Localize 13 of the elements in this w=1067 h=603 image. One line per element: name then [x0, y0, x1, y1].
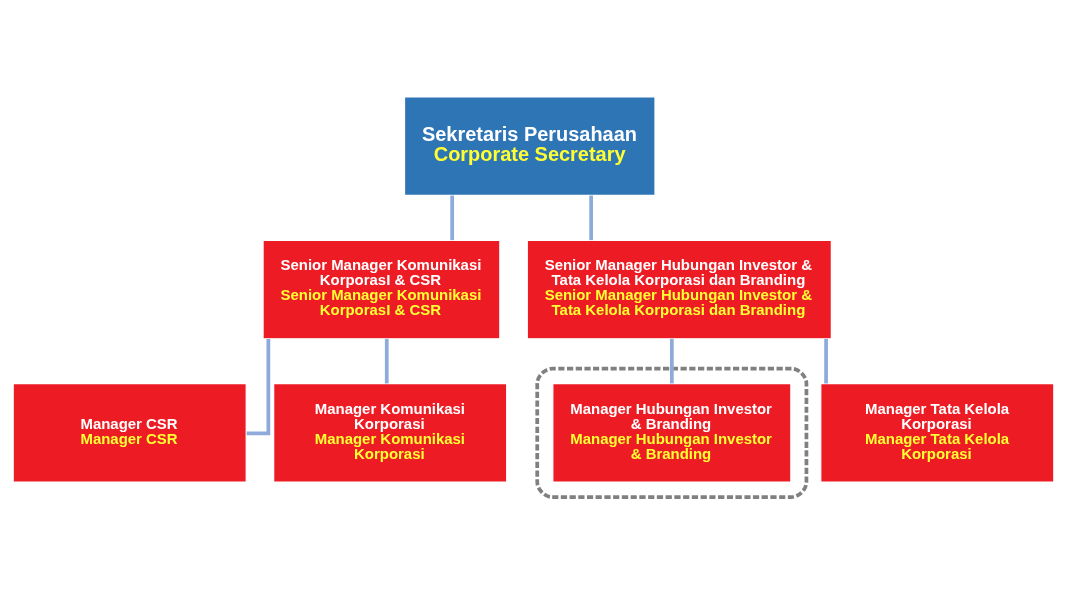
- cluster: [535, 366, 809, 499]
- node-box: Sekretaris Perusahaan Corporate Secretary: [403, 95, 656, 196]
- node-box: Manager Tata Kelola Korporasi Manager Tata Kelola Korporasi: [820, 382, 1055, 483]
- connector: [824, 338, 828, 383]
- connector: [384, 338, 389, 383]
- node-box: Manager Komunikasi Korporasi Manager Komunikasi Korporasi: [273, 382, 508, 483]
- node-box: Manager Hubungan Investor & Branding Manager Hubungan Investor & Branding: [552, 382, 792, 483]
- connector: [669, 338, 674, 383]
- node-box: Manager CSR Manager CSR: [12, 382, 247, 483]
- connector: [450, 195, 455, 240]
- node-box: Senior Manager Hubungan Investor & Tata Kelola Korporasi dan Branding Senior Manager Hubungan Investor & Tata Kelola Korporasi dan Branding: [526, 239, 832, 339]
- connector: [589, 195, 593, 240]
- node-box: Senior Manager Komunikasi KorporasI & CSR Senior Manager Komunikasi KorporasI & CSR: [262, 239, 501, 339]
